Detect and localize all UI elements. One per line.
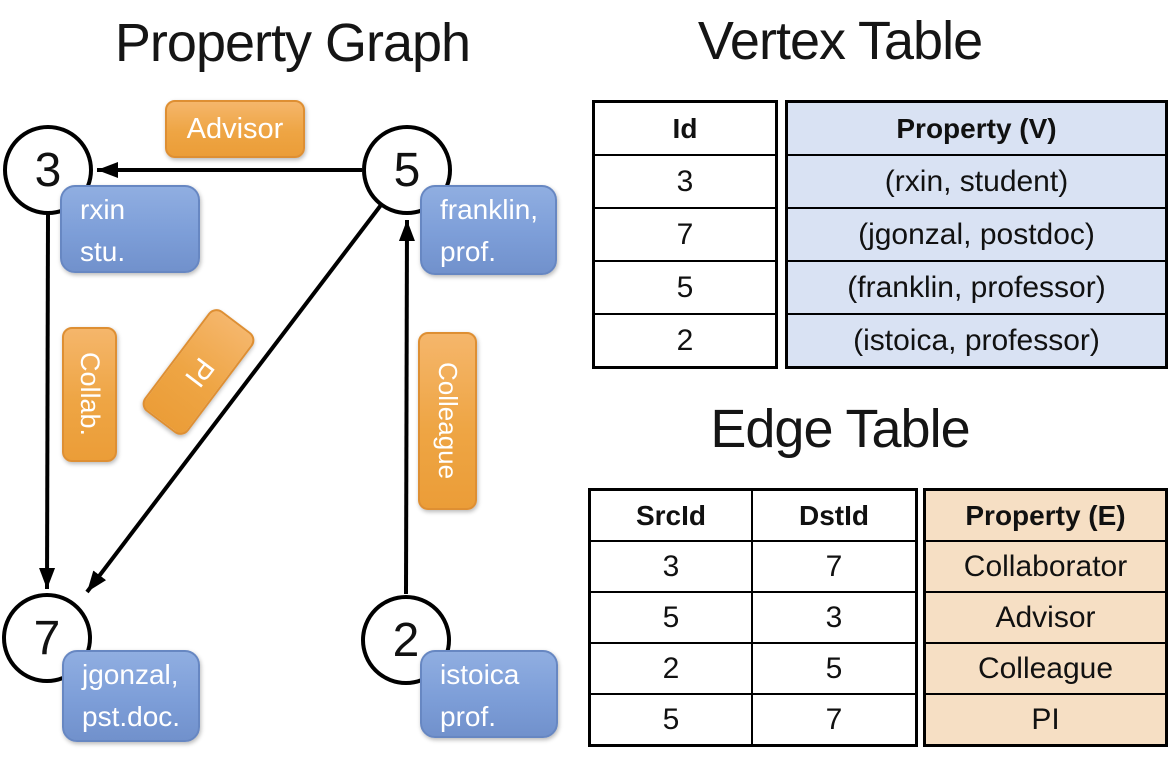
edge-dstid-cell: 7 xyxy=(751,540,918,593)
edge-srcid-cell: 3 xyxy=(588,540,753,593)
table-row: Colleague xyxy=(923,642,1168,695)
edge-label-advisor: Advisor xyxy=(165,100,305,158)
table-row: (rxin, student) xyxy=(785,154,1168,209)
table-row: (istoica, professor) xyxy=(785,313,1168,369)
graph-node-2: 2 xyxy=(361,595,451,685)
table-row: 5 7 xyxy=(588,693,918,747)
vertex-id-cell: 5 xyxy=(592,260,778,315)
edge-collab-arrow xyxy=(39,213,56,590)
vertex-property-box-2: istoica prof. xyxy=(420,650,558,738)
edge-srcid-cell: 5 xyxy=(588,591,753,644)
vertex-property-box-3: rxin stu. xyxy=(60,185,200,273)
table-row: Advisor xyxy=(923,591,1168,644)
vertex-property-line: prof. xyxy=(440,236,497,267)
vertex-property-cell: (jgonzal, postdoc) xyxy=(785,207,1168,262)
vertex-property-cell: (istoica, professor) xyxy=(785,313,1168,369)
table-row: Property (V) xyxy=(785,100,1168,156)
vertex-property-cell: (franklin, professor) xyxy=(785,260,1168,315)
vertex-property-line: franklin, xyxy=(440,194,539,225)
table-row: 3 xyxy=(592,154,778,209)
vertex-property-line: istoica xyxy=(440,659,520,690)
vertex-table-title: Vertex Table xyxy=(697,11,983,71)
table-row: 5 3 xyxy=(588,591,918,644)
edge-label-collab: Collab. xyxy=(62,327,117,462)
table-row: PI xyxy=(923,693,1168,747)
vertex-property-line: pst.doc. xyxy=(82,701,181,732)
node-id: 7 xyxy=(33,611,61,665)
table-row: Property (E) xyxy=(923,488,1168,542)
table-row: 3 7 xyxy=(588,540,918,593)
edge-srcid-cell: 5 xyxy=(588,693,753,747)
edge-srcid-cell: 2 xyxy=(588,642,753,695)
graph-node-5: 5 xyxy=(362,125,452,215)
edge-property-cell: PI xyxy=(923,693,1168,747)
vertex-table-id-column: Id 3 7 5 2 xyxy=(592,100,778,369)
property-graph-title: Property Graph xyxy=(114,13,471,73)
vertex-id-cell: 3 xyxy=(592,154,778,209)
vertex-table-property-column: Property (V) (rxin, student) (jgonzal, p… xyxy=(785,100,1168,369)
edge-dstid-cell: 3 xyxy=(751,591,918,644)
edge-colleague-arrow xyxy=(398,219,415,595)
vertex-id-cell: 7 xyxy=(592,207,778,262)
vertex-property-line: jgonzal, xyxy=(82,659,179,690)
vertex-property-box-7: jgonzal, pst.doc. xyxy=(62,650,200,742)
node-id: 2 xyxy=(392,613,420,667)
edge-pi-arrow xyxy=(85,203,383,594)
table-row: (jgonzal, postdoc) xyxy=(785,207,1168,262)
edge-property-header: Property (E) xyxy=(923,488,1168,542)
vertex-property-cell: (rxin, student) xyxy=(785,154,1168,209)
edge-dstid-cell: 5 xyxy=(751,642,918,695)
node-id: 5 xyxy=(393,143,421,197)
edge-dstid-header: DstId xyxy=(751,488,918,542)
table-row: 7 xyxy=(592,207,778,262)
table-row: (franklin, professor) xyxy=(785,260,1168,315)
edge-srcid-header: SrcId xyxy=(588,488,753,542)
edge-property-cell: Collaborator xyxy=(923,540,1168,593)
vertex-property-line: rxin xyxy=(80,194,126,225)
edge-table-property-column: Property (E) Collaborator Advisor Collea… xyxy=(923,488,1168,747)
edge-dstid-cell: 7 xyxy=(751,693,918,747)
vertex-id-cell: 2 xyxy=(592,313,778,369)
table-row: SrcId DstId xyxy=(588,488,918,542)
graph-edges xyxy=(39,162,415,595)
edge-table-id-columns: SrcId DstId 3 7 5 3 2 5 5 7 xyxy=(588,488,918,747)
vertex-property-box-5: franklin, prof. xyxy=(420,185,557,275)
table-row: 2 xyxy=(592,313,778,369)
table-row: 5 xyxy=(592,260,778,315)
node-id: 3 xyxy=(34,143,62,197)
vertex-property-header: Property (V) xyxy=(785,100,1168,156)
edge-table-title: Edge Table xyxy=(710,399,970,459)
edge-label-colleague: Colleague xyxy=(418,332,477,510)
table-row: Id xyxy=(592,100,778,156)
table-row: Collaborator xyxy=(923,540,1168,593)
edge-property-cell: Advisor xyxy=(923,591,1168,644)
table-row: 2 5 xyxy=(588,642,918,695)
vertex-property-line: stu. xyxy=(80,236,126,267)
edge-property-cell: Colleague xyxy=(923,642,1168,695)
vertex-property-line: prof. xyxy=(440,701,497,732)
vertex-id-header: Id xyxy=(592,100,778,156)
